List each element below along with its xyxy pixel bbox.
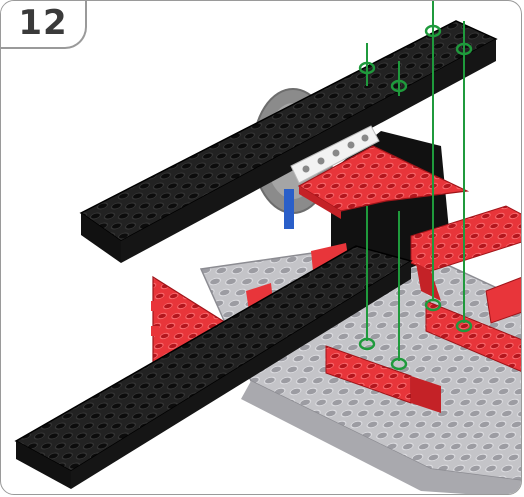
- step-badge: 12: [1, 1, 87, 49]
- step-number: 12: [18, 3, 67, 43]
